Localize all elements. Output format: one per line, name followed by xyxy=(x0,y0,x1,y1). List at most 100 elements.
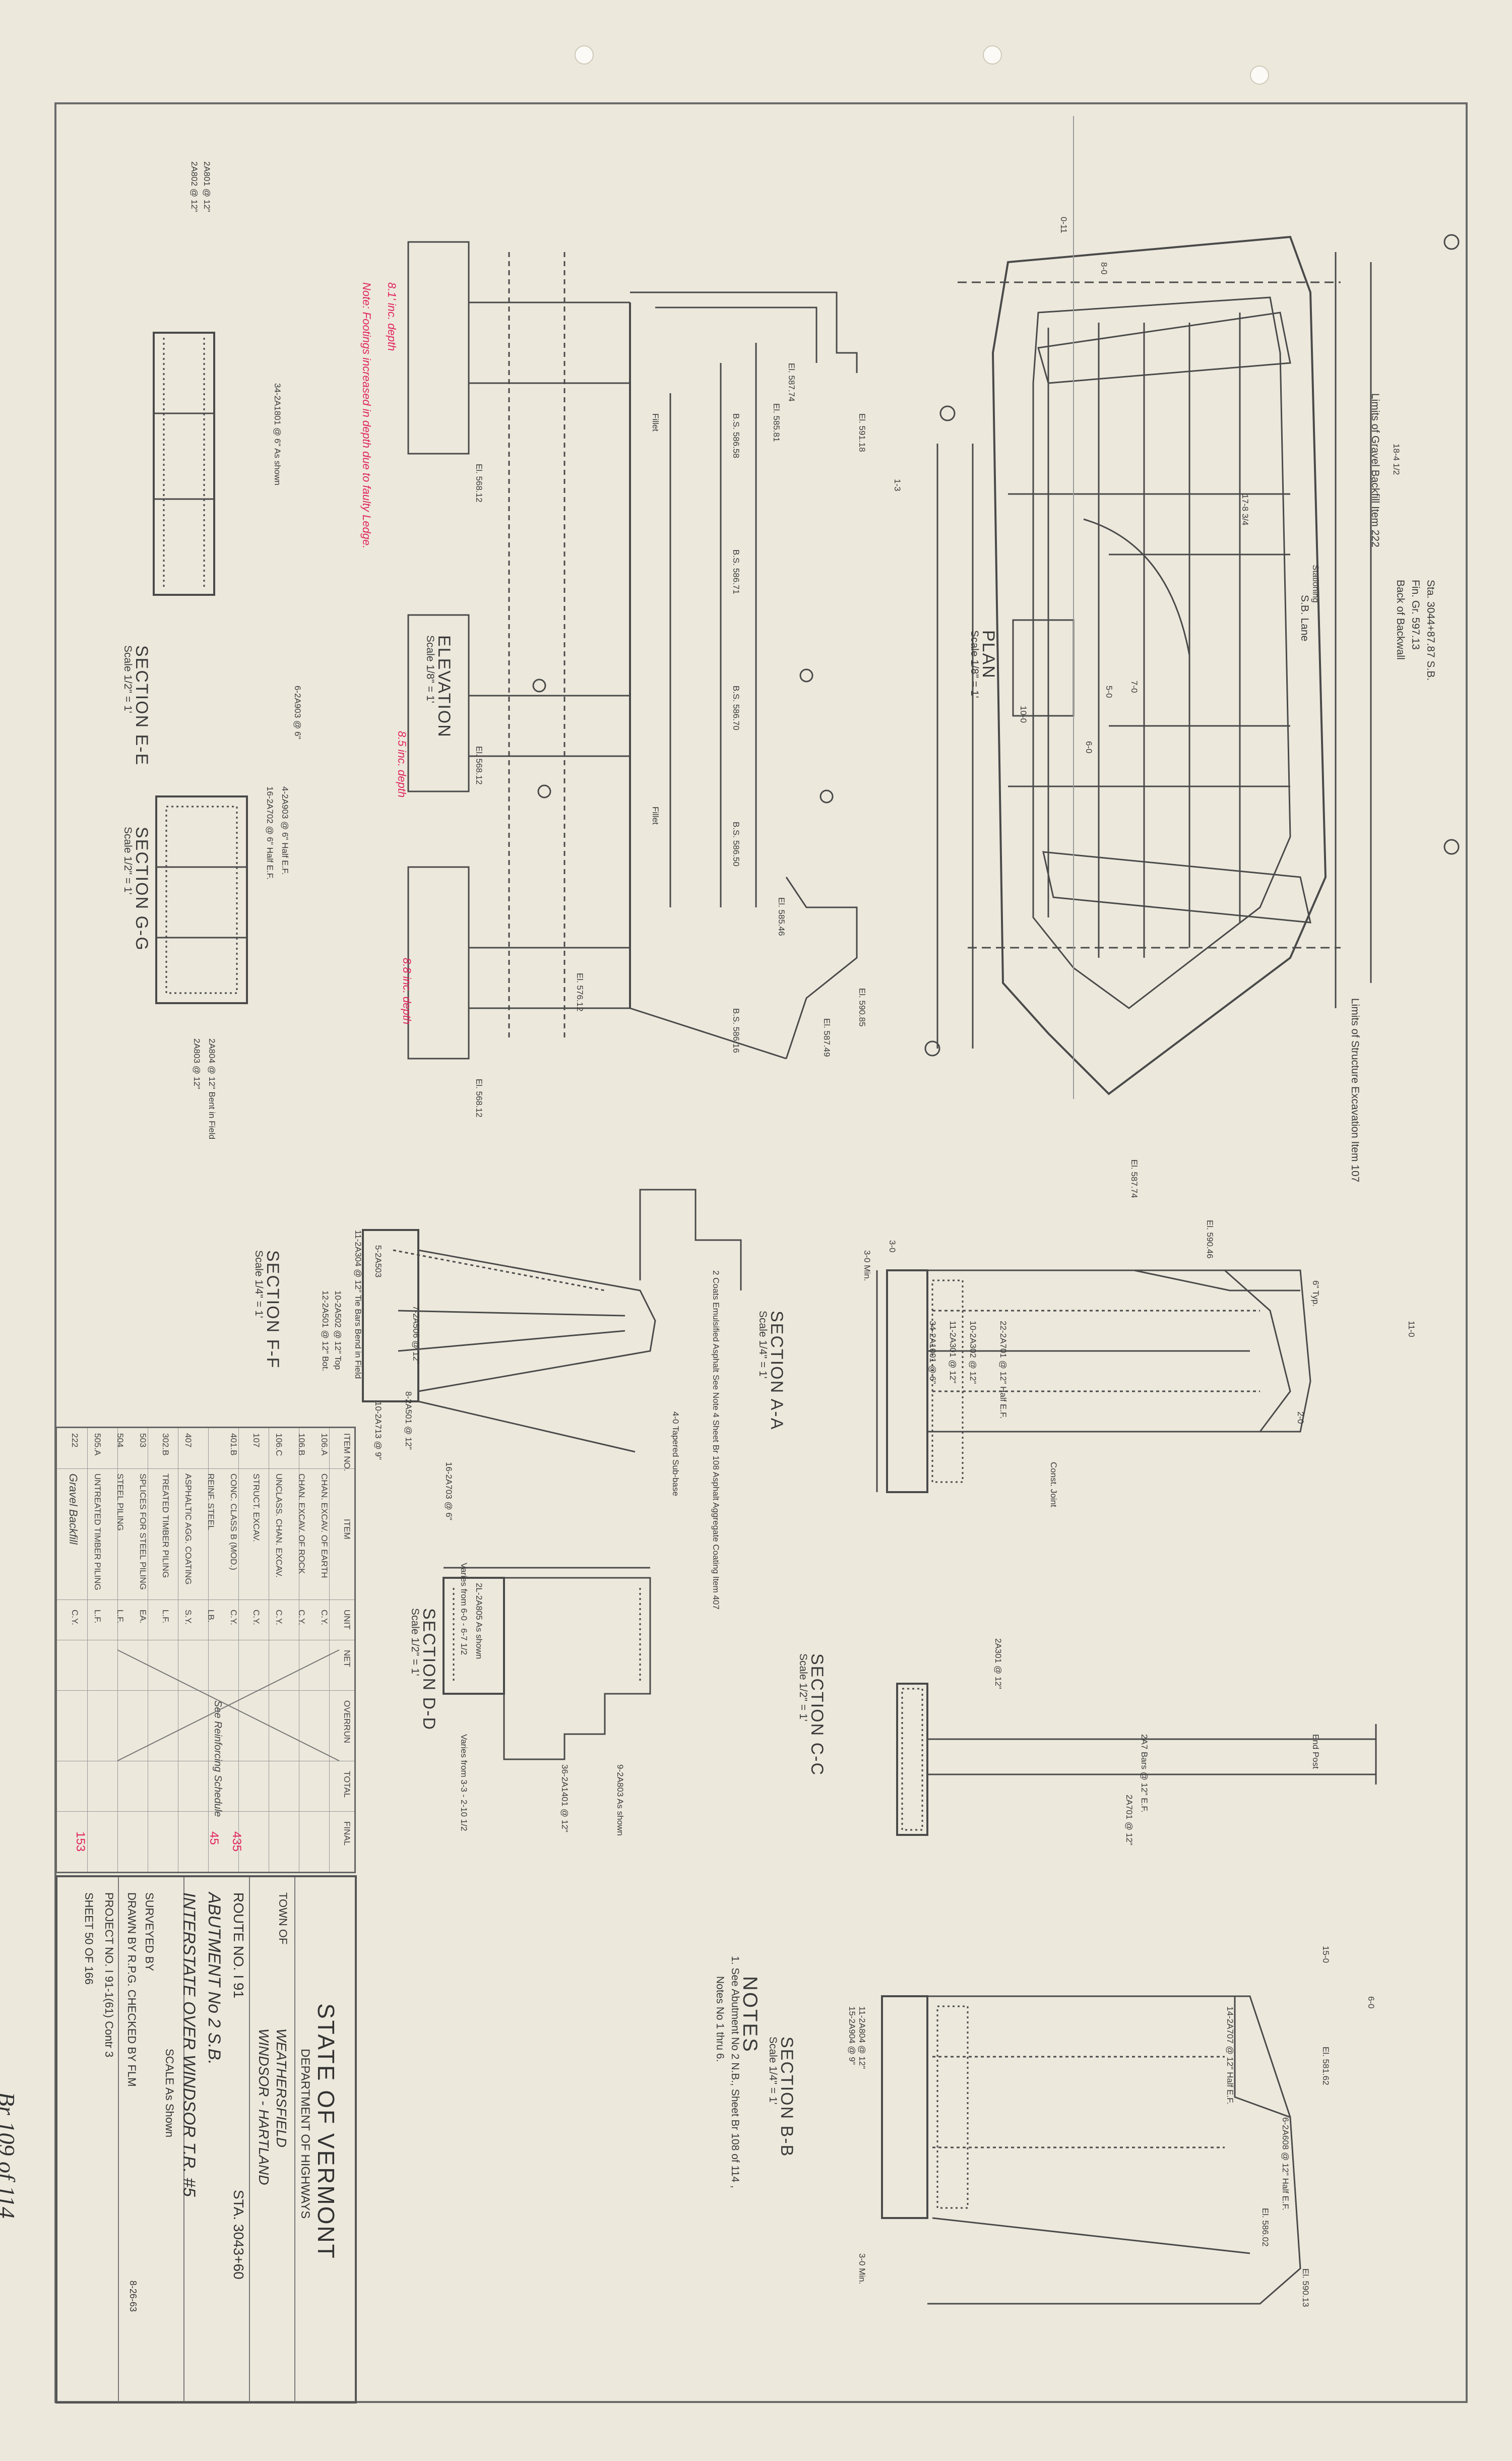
rebar-callout: 34-2A1801 @ 6" As shown xyxy=(273,383,282,485)
rebar-callout: 6-2A608 @ 12" Half E.F. xyxy=(1281,2117,1290,2210)
section-dd-title: SECTION D-D xyxy=(419,1608,438,1731)
elevation-mark: El. 587.74 xyxy=(1129,1159,1139,1198)
bs-elevation: B.S. 586.16 xyxy=(731,1008,741,1053)
punch-hole xyxy=(983,45,1002,65)
rebar-callout: 34-2A1001 @ 6" xyxy=(928,1321,937,1384)
dimension-label: 18-4 1/2 xyxy=(1392,444,1401,475)
tb-town: WEATHERSFIELD xyxy=(274,2028,289,2147)
dimension-label: 1-3 xyxy=(893,479,902,491)
rebar-callout: 2A301 @ 12" xyxy=(993,1638,1003,1689)
rebar-callout: 2A802 @ 12" xyxy=(190,161,199,212)
rebar-callout: 16-2A703 @ 6" xyxy=(444,1462,454,1520)
fillet-label: Fillet xyxy=(651,807,660,825)
tb-structure: INTERSTATE OVER WINDSOR T.R. #5 xyxy=(179,1892,199,2197)
plan-scale: Scale 1/8" = 1' xyxy=(969,630,980,698)
rebar-callout: 11-2A804 @ 12" xyxy=(857,2006,867,2069)
rebar-callout: 14-2A707 @ 12" Half E.F. xyxy=(1225,2006,1235,2105)
sheet-number: Br 109 of 114 xyxy=(0,2092,20,2219)
rebar-callout: 11-2A301 @ 12" xyxy=(948,1321,958,1384)
section-gg-scale: Scale 1/2" = 1' xyxy=(122,827,134,895)
section-ee-scale: Scale 1/2" = 1' xyxy=(122,645,134,713)
notes-heading: NOTES xyxy=(739,1976,761,2053)
red-depth-note: 8.8 inc. depth xyxy=(401,958,413,1025)
typ-label: 6" Typ. xyxy=(1311,1280,1320,1307)
section-aa-scale: Scale 1/4" = 1' xyxy=(757,1311,769,1379)
tb-abutment: ABUTMENT No 2 S.B. xyxy=(205,1892,224,2065)
rebar-callout: 7-2A506 @ 12" xyxy=(411,1306,421,1364)
elevation-mark: El. 590.85 xyxy=(857,988,867,1027)
rebar-callout: 2A701 @ 12" xyxy=(1124,1795,1134,1845)
section-gg xyxy=(155,795,248,1004)
dimension-label: 8-0 xyxy=(1099,262,1109,275)
fillet-label: Fillet xyxy=(651,413,660,432)
plan-gravel-limits: Limits of Gravel Backfill Item 222 xyxy=(1369,393,1381,547)
section-ee xyxy=(153,332,215,596)
plan-station: Sta. 3044+87.87 S.B. xyxy=(1425,580,1436,681)
elevation-mark: El. 587.49 xyxy=(822,1018,832,1057)
rebar-callout: 10-2A502 @ 12" Top xyxy=(333,1290,343,1370)
end-post-label: End Post xyxy=(1311,1734,1320,1769)
section-cc-scale: Scale 1/2" = 1' xyxy=(797,1653,809,1721)
dimension-label: 11-0 xyxy=(1407,1321,1416,1337)
asphalt-note: 2 Coats Emulsified Asphalt See Note 4 Sh… xyxy=(711,1270,721,1610)
bs-elevation: B.S. 586.71 xyxy=(731,549,741,594)
tb-project: PROJECT NO. I 91-1(61) Contr 3 xyxy=(103,1892,115,2058)
rebar-callout: 36-2A1401 @ 12" xyxy=(560,1764,570,1832)
plan-view xyxy=(924,116,1460,1099)
dimension-label: 3-0 xyxy=(888,1240,897,1253)
qty-cross-out xyxy=(117,1649,340,1761)
rebar-callout: 11-2A304 @ 12" Tie Bars Bend in Field xyxy=(353,1230,363,1379)
dimension-label: 10-0 xyxy=(1019,706,1028,723)
plan-backwall: Back of Backwall xyxy=(1395,580,1406,660)
min-label: 3-0 Min. xyxy=(862,1250,872,1281)
elevation-mark: El. 568.12 xyxy=(474,464,484,503)
punch-hole xyxy=(575,45,594,65)
dimension-label: 6-0 xyxy=(1084,741,1094,754)
dimension-label: 6-0 xyxy=(1366,1996,1376,2009)
dimension-label: 2-0 xyxy=(1296,1411,1305,1424)
subbase-label: 4-0 Tapered Sub-base xyxy=(671,1411,680,1496)
tb-route: ROUTE NO. I 91 xyxy=(231,1892,246,1999)
dimension-label: 15-0 xyxy=(1321,1946,1331,1963)
plan-title: PLAN xyxy=(979,630,998,679)
tb-town-2: WINDSOR - HARTLAND xyxy=(256,2028,272,2185)
const-joint-label: Const. Joint xyxy=(1049,1462,1058,1507)
rebar-callout: 15-2A904 @ 9" xyxy=(847,2006,857,2065)
bs-elevation: B.S. 586.70 xyxy=(731,686,741,730)
tb-station: STA. 3043+60 xyxy=(231,2190,246,2280)
section-dd xyxy=(443,1567,651,1760)
rebar-callout: 22-2A701 @ 12" Half E.F. xyxy=(998,1321,1008,1419)
rebar-callout: 10-2A302 @ 12" xyxy=(968,1321,978,1384)
rebar-callout: 5-2A503 xyxy=(373,1245,383,1278)
notes-line-1: 1. See Abutment No 2 N.B., Sheet Br 108 … xyxy=(729,1956,741,2188)
section-gg-title: SECTION G-G xyxy=(132,827,151,951)
section-cc-title: SECTION C-C xyxy=(807,1653,827,1776)
section-ff-title: SECTION F-F xyxy=(263,1250,282,1369)
elevation-view xyxy=(407,241,858,1060)
section-aa-title: SECTION A-A xyxy=(767,1311,786,1431)
tb-date: 8-26-63 xyxy=(128,2281,138,2312)
section-bb xyxy=(881,1995,1301,2305)
elevation-mark: El. 576.12 xyxy=(575,973,585,1012)
section-ff-scale: Scale 1/4" = 1' xyxy=(253,1250,265,1318)
rebar-callout: 2A803 @ 12" xyxy=(192,1038,202,1089)
red-depth-note: 8.1' inc. depth xyxy=(386,282,398,351)
quantity-table: ITEM NO. ITEM UNIT NET OVERRUN TOTAL FIN… xyxy=(55,1427,356,1873)
rebar-callout: 2L-2A805 As shown xyxy=(474,1583,484,1659)
title-block: STATE OF VERMONT DEPARTMENT OF HIGHWAYS … xyxy=(55,1875,357,2404)
bs-elevation: B.S. 586.50 xyxy=(731,822,741,867)
dimension-label: 7-0 xyxy=(1129,681,1139,693)
tb-agency: STATE OF VERMONT xyxy=(313,2003,339,2260)
sheet-border xyxy=(54,102,1468,2403)
min-label: 3-0 Min. xyxy=(857,2253,867,2285)
elevation-mark: El. 586.02 xyxy=(1261,2208,1270,2247)
notes-line-2: Notes No 1 thru 6. xyxy=(714,1976,726,2062)
elevation-mark: El. 568.12 xyxy=(474,1079,484,1118)
section-bb-scale: Scale 1/4" = 1' xyxy=(767,2037,779,2105)
plan-lane: S.B. Lane xyxy=(1299,595,1310,642)
tb-town-label: TOWN OF xyxy=(277,1892,289,1945)
elevation-mark: El. 585.81 xyxy=(772,403,781,442)
rebar-callout: 9-2A803 As shown xyxy=(615,1764,625,1836)
varies-label: Varies from 6-0 - 6-7 1/2 xyxy=(459,1563,469,1655)
